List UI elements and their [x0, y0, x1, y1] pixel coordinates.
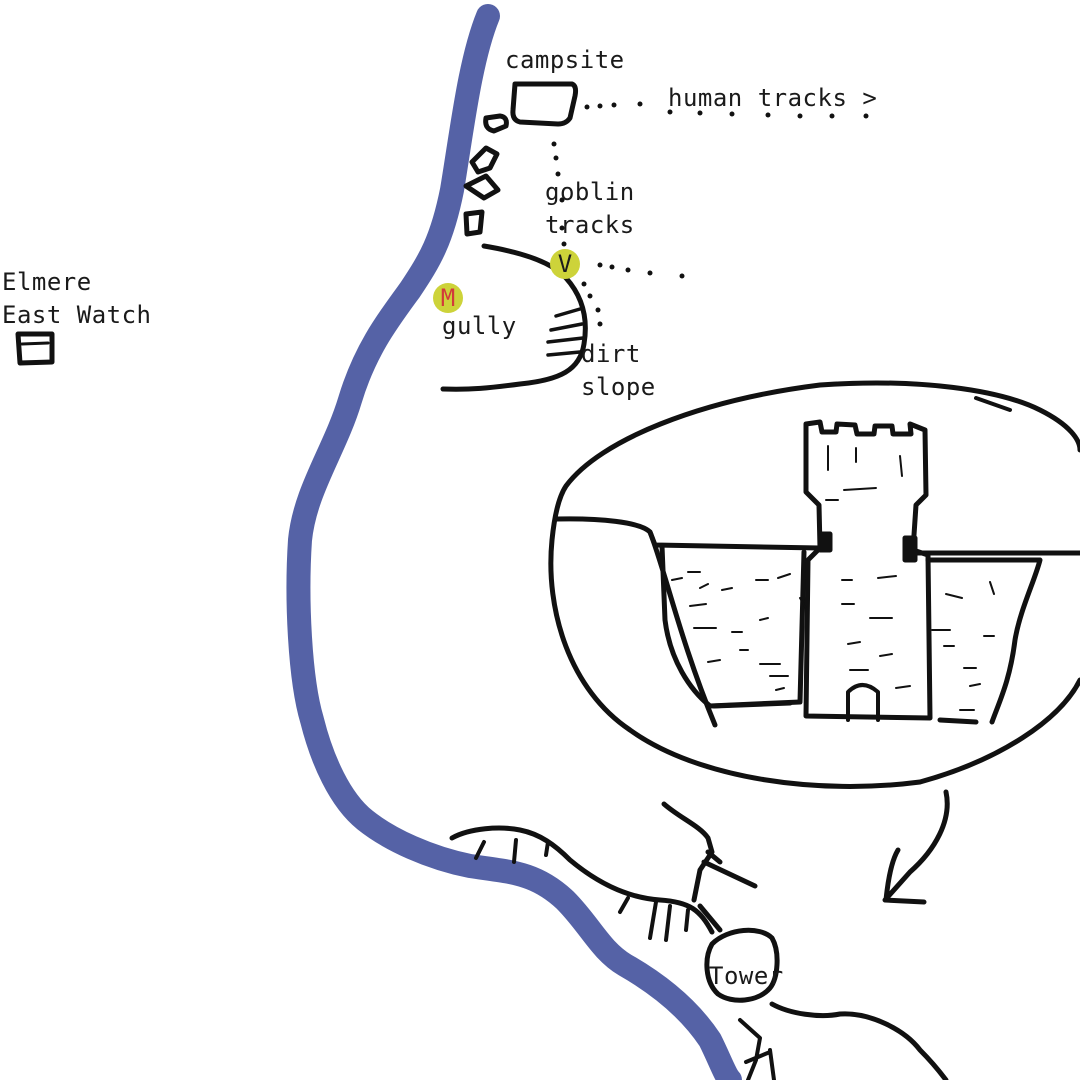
gully-outline — [440, 243, 588, 392]
marker-m[interactable]: M — [433, 283, 463, 313]
river-path — [286, 4, 742, 1084]
inset-keep-door — [846, 683, 880, 722]
slope-hatch-2 — [549, 322, 584, 332]
elmere-label-line1: Elmere — [2, 268, 92, 296]
rock-4 — [463, 209, 485, 237]
slope-hatch-1 — [554, 307, 582, 318]
goblin-tracks-label-line2: tracks — [545, 211, 635, 239]
road-left — [738, 1018, 776, 1082]
tower-label: Tower — [709, 962, 784, 990]
goblin-tracks-label-line1: goblin — [545, 178, 635, 206]
inset-right-wall — [925, 557, 1043, 725]
elmere-label-line2: East Watch — [2, 301, 152, 329]
cliff-edge — [449, 825, 715, 935]
inset-slit-left — [817, 531, 833, 553]
inset-right-base — [937, 717, 979, 725]
human-tracks-label: human tracks > — [668, 84, 878, 112]
rock-2 — [469, 145, 500, 175]
elmere-building — [15, 331, 55, 366]
inset-left-base — [711, 700, 793, 709]
dirt-slope-label-line2: slope — [581, 373, 656, 401]
inset-slit-right — [902, 535, 918, 563]
inset-bricks — [671, 445, 995, 711]
ink-drawing — [15, 81, 1080, 1083]
road-right — [769, 1001, 949, 1083]
gully-label: gully — [442, 312, 517, 340]
elmere-building-inner — [20, 341, 50, 346]
inset-left-wall-fill — [659, 543, 807, 709]
slope-hatch-3 — [546, 336, 585, 344]
rock-3 — [463, 173, 501, 201]
dotted-tracks — [551, 101, 869, 327]
tower-hill — [704, 927, 780, 1003]
rock-1 — [483, 113, 509, 134]
dirt-slope-label-line1: dirt — [581, 340, 641, 368]
cliff-hatch — [474, 838, 690, 942]
river — [286, 4, 742, 1084]
inset-pointer — [882, 789, 950, 905]
stream — [661, 801, 758, 933]
inset-keep — [803, 419, 933, 721]
slope-hatch-4 — [546, 350, 582, 357]
inset-wall-top-stroke — [974, 396, 1012, 412]
marker-v[interactable]: V — [550, 249, 580, 279]
campsite-label: campsite — [505, 46, 625, 74]
inset-ellipse — [548, 380, 1080, 789]
campsite-box — [510, 81, 579, 127]
inset-left-wall — [647, 529, 718, 728]
